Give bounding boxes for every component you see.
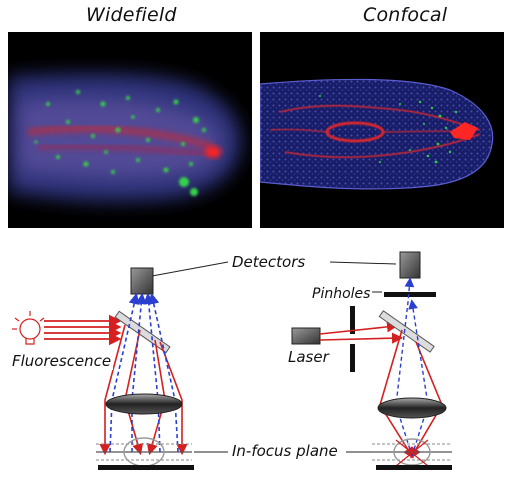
widefield-detector — [130, 267, 154, 295]
confocal-micrograph — [260, 32, 504, 228]
widefield-title: Widefield — [86, 4, 177, 26]
illumination-pinhole-bottom — [350, 344, 355, 372]
confocal-objective-lens — [377, 397, 447, 419]
laser-label: Laser — [286, 348, 331, 366]
widefield-sketch — [12, 267, 194, 470]
confocal-detector — [399, 251, 421, 279]
laser-source — [291, 327, 321, 345]
detectors-leader-right — [329, 261, 397, 265]
pinholes-label: Pinholes — [310, 286, 373, 302]
in-focus-plane-label: In-focus plane — [230, 442, 340, 460]
widefield-micrograph — [8, 32, 252, 228]
detectors-leader-left — [151, 261, 229, 277]
illumination-pinhole-top — [350, 306, 355, 334]
widefield-objective-lens — [105, 393, 183, 415]
widefield-dichroic-mirror — [114, 310, 171, 354]
widefield-stage — [98, 465, 194, 470]
confocal-title: Confocal — [363, 4, 448, 26]
fluorescence-label: Fluorescence — [10, 352, 114, 370]
lamp-icon — [12, 311, 45, 345]
confocal-stage — [376, 465, 452, 470]
detector-pinhole — [384, 292, 436, 297]
optical-path-diagram — [12, 251, 452, 470]
detectors-label: Detectors — [230, 253, 308, 271]
confocal-dichroic-mirror — [378, 310, 435, 353]
confocal-sketch — [291, 251, 452, 470]
